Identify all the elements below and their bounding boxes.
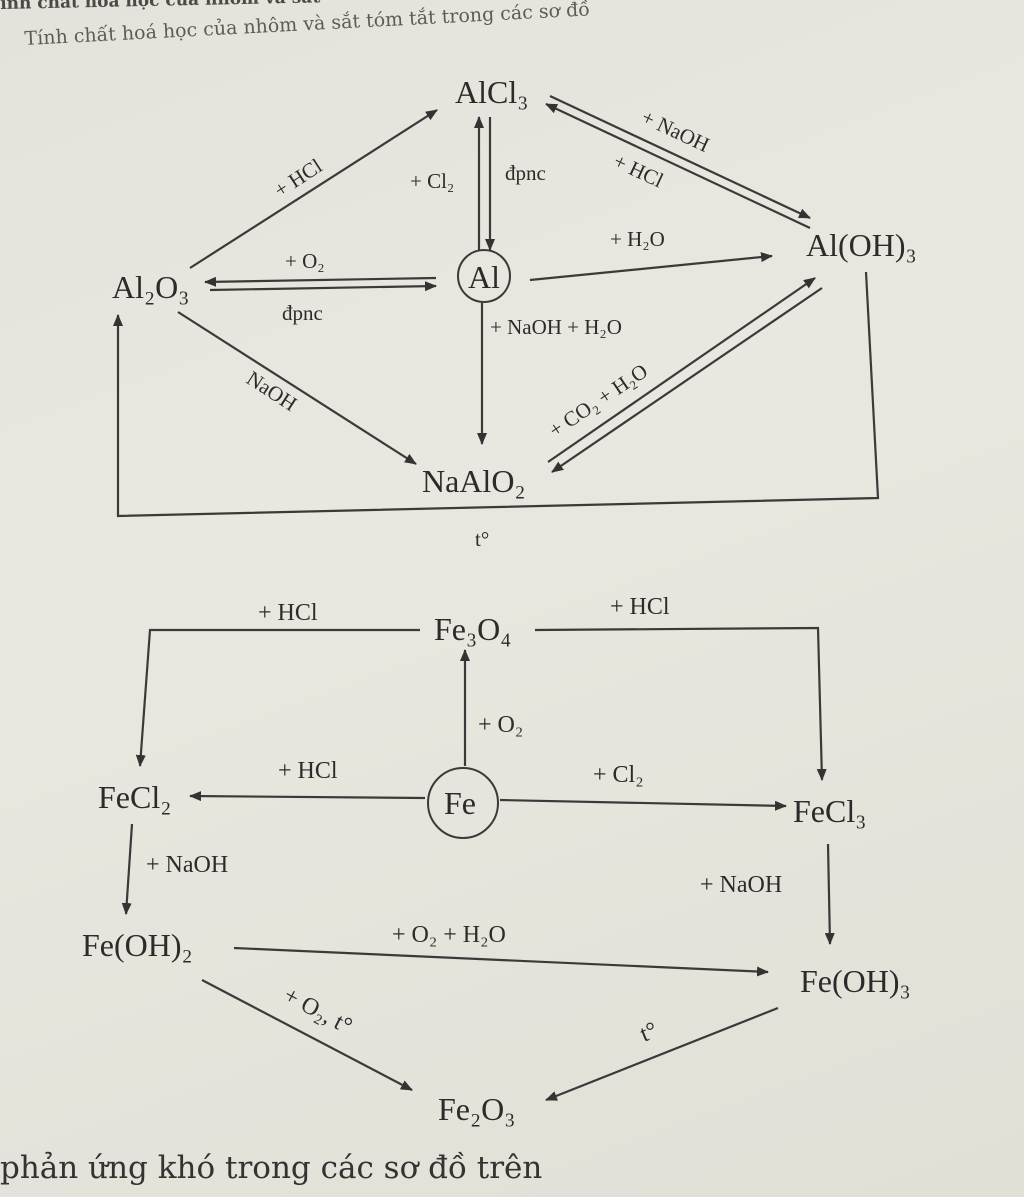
iron-diagram: Fe₃O₄ Fe FeCl₂ FeCl₃ Fe(OH)₂ Fe(OH)₃ Fe₂… bbox=[82, 594, 911, 1127]
node-feoh3: Fe(OH)₃ bbox=[800, 963, 911, 999]
arrow-fe-fecl2 bbox=[189, 791, 426, 802]
node-fe2o3: Fe₂O₃ bbox=[438, 1091, 515, 1127]
reaction-diagram: AlCl₃ Al₂O₃ Al Al(OH)₃ NaAlO₂ + HCl + Cl… bbox=[82, 74, 917, 1127]
arrow-al2o3-alcl3 bbox=[189, 109, 438, 269]
node-fe3o4: Fe₃O₄ bbox=[434, 611, 511, 647]
label-fe-fecl2: + HCl bbox=[278, 758, 338, 784]
label-fe-fecl3: + Cl₂ bbox=[593, 762, 644, 788]
node-fe: Fe bbox=[444, 785, 476, 821]
label-fecl3-feoh3: + NaOH bbox=[700, 872, 782, 898]
node-alcl3: AlCl₃ bbox=[455, 74, 528, 110]
arrow-fe-fecl3 bbox=[499, 798, 787, 811]
label-al2o3-alcl3: + HCl bbox=[270, 154, 327, 203]
fe-circle bbox=[427, 767, 499, 839]
label-alcl3-al: đpnc bbox=[505, 161, 546, 185]
al-circle bbox=[457, 249, 511, 303]
arrow-aloh3-al2o3 bbox=[113, 271, 880, 518]
label-fe-fe3o4: + O₂ bbox=[478, 712, 523, 738]
node-feoh2: Fe(OH)₂ bbox=[82, 927, 193, 963]
arrow-feoh2-fe2o3 bbox=[201, 979, 413, 1091]
node-al2o3: Al₂O₃ bbox=[112, 269, 189, 305]
arrow-alcl3-aloh3 bbox=[549, 95, 811, 219]
node-aloh3: Al(OH)₃ bbox=[806, 227, 917, 263]
arrow-al-al2o3 bbox=[204, 276, 437, 287]
label-al-al2o3: + O₂ bbox=[285, 249, 325, 273]
label-feoh2-fe2o3: + O₂, t° bbox=[279, 982, 356, 1039]
node-fecl2: FeCl₂ bbox=[98, 779, 171, 815]
label-feoh2-feoh3: + O₂ + H₂O bbox=[392, 922, 506, 948]
arrow-fe3o4-fecl3 bbox=[534, 626, 827, 781]
arrow-fecl2-feoh2 bbox=[121, 823, 134, 915]
arrow-al2o3-al bbox=[209, 281, 437, 292]
label-feoh3-fe2o3: t° bbox=[637, 1017, 662, 1047]
arrow-fe3o4-fecl2 bbox=[135, 628, 420, 767]
label-al-naalo2: + NaOH + H₂O bbox=[490, 315, 622, 339]
node-fecl3: FeCl₃ bbox=[793, 793, 866, 829]
node-al: Al bbox=[468, 259, 500, 295]
arrow-naalo2-aloh3 bbox=[547, 277, 816, 463]
arrow-aloh3-alcl3 bbox=[545, 103, 811, 229]
footer-text: phản ứng khó trong các sơ đồ trên bbox=[0, 1150, 543, 1186]
label-al2o3-naalo2: NaOH bbox=[242, 366, 301, 416]
label-aloh3-al2o3: t° bbox=[475, 527, 489, 551]
label-alcl3-aloh3: + NaOH bbox=[638, 105, 713, 157]
node-naalo2: NaAlO₂ bbox=[422, 463, 526, 499]
label-aloh3-alcl3: + HCl bbox=[610, 149, 668, 193]
label-al-aloh3: + H₂O bbox=[610, 227, 665, 251]
arrow-al-aloh3 bbox=[529, 252, 773, 282]
label-fe3o4-fecl3: + HCl bbox=[610, 594, 670, 620]
label-al2o3-al: đpnc bbox=[282, 301, 323, 325]
arrow-fecl3-feoh3 bbox=[824, 843, 835, 945]
arrow-al2o3-naalo2 bbox=[177, 311, 417, 465]
label-al-alcl3: + Cl₂ bbox=[410, 169, 454, 193]
label-fecl2-feoh2: + NaOH bbox=[146, 852, 228, 878]
aluminium-diagram: AlCl₃ Al₂O₃ Al Al(OH)₃ NaAlO₂ + HCl + Cl… bbox=[112, 74, 917, 551]
label-fe3o4-fecl2: + HCl bbox=[258, 600, 318, 626]
arrow-feoh2-feoh3 bbox=[233, 946, 769, 977]
arrow-feoh3-fe2o3 bbox=[545, 1006, 779, 1102]
arrow-aloh3-naalo2 bbox=[551, 287, 823, 473]
